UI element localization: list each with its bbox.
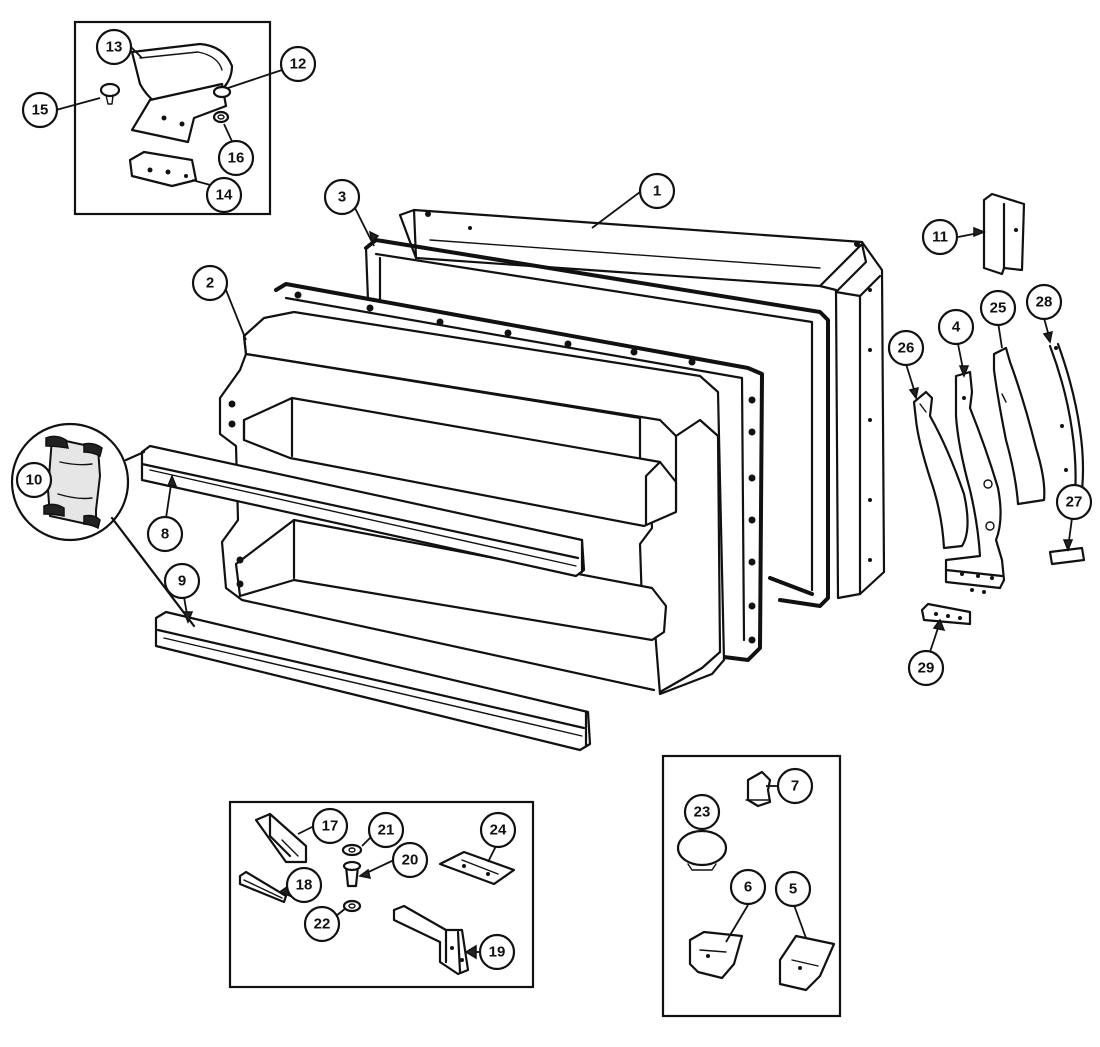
callout-13: 13 (95, 28, 133, 66)
callout-17: 17 (311, 807, 349, 845)
callout-label: 20 (402, 852, 419, 869)
callouts: 1 2 3 4 5 6 7 8 9 10 11 12 13 14 15 16 1… (15, 28, 1093, 971)
callout-28: 28 (1025, 283, 1063, 321)
door-liner (218, 282, 764, 696)
callout-label: 6 (744, 879, 752, 896)
callout-label: 3 (338, 189, 346, 206)
callout-label: 26 (898, 340, 915, 357)
callout-24: 24 (479, 811, 517, 849)
callout-label: 23 (694, 804, 711, 821)
hinge-part-28 (1048, 342, 1085, 508)
callout-25: 25 (979, 289, 1017, 327)
callout-label: 11 (932, 229, 948, 246)
callout-3: 3 (323, 178, 361, 216)
callout-26: 26 (887, 329, 925, 367)
callout-label: 17 (322, 818, 339, 835)
callout-14: 14 (205, 176, 243, 214)
callout-22: 22 (303, 905, 341, 943)
hinge-part-25 (992, 346, 1046, 506)
callout-27: 27 (1055, 483, 1093, 521)
callout-label: 24 (490, 822, 507, 839)
shelf-bar-upper (140, 444, 586, 578)
hinge-bracket-4 (944, 370, 1006, 594)
callout-19: 19 (478, 933, 516, 971)
callout-label: 29 (918, 660, 935, 677)
outer-door-panel (398, 208, 886, 600)
inset-box-handle-parts (73, 20, 272, 216)
hinge-part-26 (912, 390, 969, 550)
callout-label: 7 (791, 778, 799, 795)
callout-label: 8 (161, 526, 169, 543)
callout-1: 1 (638, 172, 676, 210)
callout-label: 5 (789, 881, 797, 898)
hinge-part-27 (1048, 546, 1086, 566)
callout-label: 9 (178, 573, 186, 590)
callout-label: 27 (1066, 494, 1083, 511)
callout-label: 1 (653, 183, 661, 200)
callout-12: 12 (279, 45, 317, 83)
callout-label: 4 (952, 319, 961, 336)
callout-4: 4 (937, 308, 975, 346)
callout-label: 21 (378, 822, 395, 839)
callout-10: 10 (15, 461, 53, 499)
callout-29: 29 (907, 649, 945, 687)
callout-label: 2 (206, 275, 214, 292)
inset-box-caps (661, 754, 842, 1018)
inset-box-hardware (228, 800, 535, 989)
callout-16: 16 (217, 139, 255, 177)
hinge-cover-11 (982, 192, 1026, 276)
callout-8: 8 (146, 515, 184, 553)
door-gasket (364, 238, 830, 608)
callout-label: 10 (26, 472, 43, 489)
shelf-bar-lower (154, 610, 592, 752)
callout-label: 22 (314, 916, 331, 933)
callout-6: 6 (729, 868, 767, 906)
callout-label: 19 (489, 944, 506, 961)
callout-label: 18 (296, 877, 313, 894)
callout-label: 13 (106, 39, 123, 56)
callout-label: 15 (32, 102, 49, 119)
hinge-plate-29 (920, 602, 972, 626)
callout-23: 23 (683, 793, 721, 831)
callout-15: 15 (21, 91, 59, 129)
callout-label: 25 (990, 300, 1007, 317)
callout-18: 18 (285, 866, 323, 904)
callout-label: 12 (290, 56, 307, 73)
callout-11: 11 (921, 218, 959, 256)
callout-label: 28 (1036, 294, 1053, 311)
callout-21: 21 (367, 811, 405, 849)
callout-9: 9 (163, 562, 201, 600)
callout-label: 14 (216, 187, 233, 204)
detail-circle-bar-end (10, 422, 196, 628)
callout-5: 5 (774, 870, 812, 908)
callout-label: 16 (228, 150, 245, 167)
callout-20: 20 (391, 841, 429, 879)
callout-2: 2 (191, 264, 229, 302)
callout-7: 7 (776, 767, 814, 805)
